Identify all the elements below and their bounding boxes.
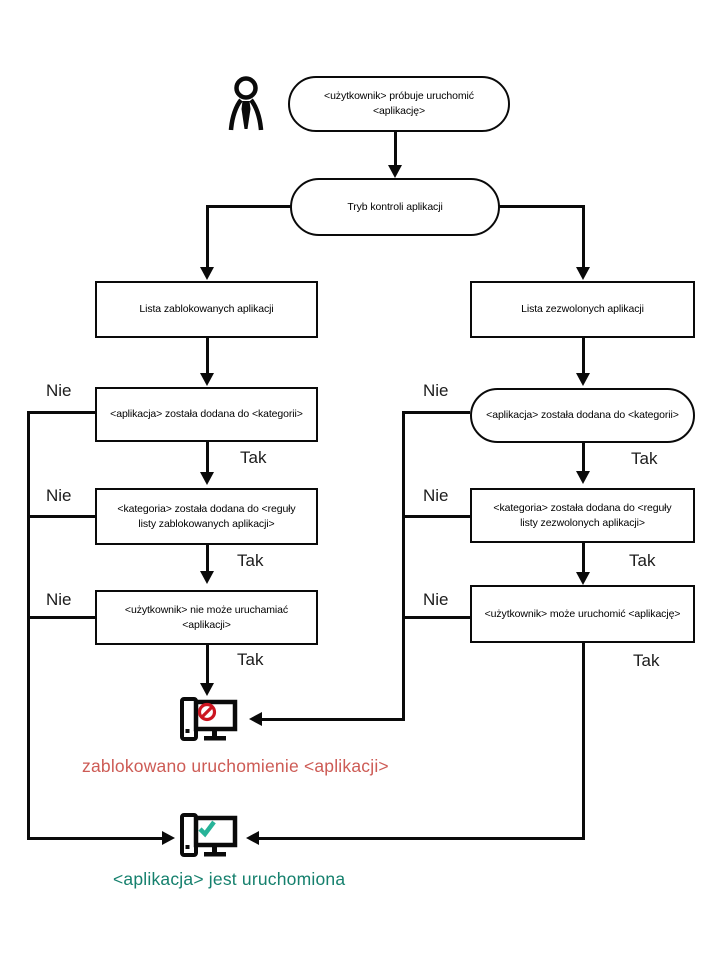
node-right-user-can-label: <użytkownik> może uruchomić <aplikację> <box>484 607 681 620</box>
node-left-cat-added: <kategoria> została dodana do <reguły li… <box>95 488 318 545</box>
edge-left-nie-rail <box>27 411 30 840</box>
result-running-text: <aplikacja> jest uruchomiona <box>113 869 346 889</box>
arrowhead-down <box>200 571 214 584</box>
edge-left-nie1 <box>27 411 95 414</box>
node-left-user-cannot-line2: <aplikacji> <box>182 618 231 631</box>
node-right-cat-added-line2: listy zezwolonych aplikacji> <box>520 516 645 529</box>
arrowhead-down <box>200 373 214 386</box>
arrowhead-left <box>246 831 259 845</box>
edge-label-tak: Tak <box>631 449 658 468</box>
edge-label-tak: Tak <box>237 650 264 669</box>
node-mode-label: Tryb kontroli aplikacji <box>347 200 443 213</box>
edge-blockedlist-down <box>206 338 209 374</box>
node-allowed-list: Lista zezwolonych aplikacji <box>470 281 695 338</box>
edge-label-tak: Tak <box>237 551 264 570</box>
running-computer-icon <box>180 813 238 857</box>
edge-left-nie3 <box>27 616 95 619</box>
result-blocked-text: zablokowano uruchomienie <aplikacji> <box>82 756 389 776</box>
edge-allowedlist-down <box>582 338 585 374</box>
node-right-app-added: <aplikacja> została dodana do <kategorii… <box>470 388 695 443</box>
edge-mode-right-v <box>582 205 585 267</box>
arrowhead-left <box>249 712 262 726</box>
arrowhead-down <box>576 373 590 386</box>
person-icon <box>228 76 264 131</box>
edge-left-nie2 <box>27 515 95 518</box>
node-right-cat-added-line1: <kategoria> została dodana do <reguły <box>493 501 672 514</box>
edge-right-c2-c3 <box>582 543 585 572</box>
node-left-app-added: <aplikacja> została dodana do <kategorii… <box>95 387 318 442</box>
node-start-line1: <użytkownik> próbuje uruchomić <box>324 90 474 103</box>
edge-right-c1-c2 <box>582 443 585 472</box>
node-right-app-added-label: <aplikacja> została dodana do <kategorii… <box>486 409 679 422</box>
node-left-user-cannot-line1: <użytkownik> nie może uruchamiać <box>124 603 289 616</box>
arrowhead-down <box>576 471 590 484</box>
node-left-app-added-label: <aplikacja> została dodana do <kategorii… <box>110 408 303 421</box>
edge-label-tak: Tak <box>240 448 267 467</box>
edge-label-tak: Tak <box>633 651 660 670</box>
edge-label-nie: Nie <box>46 486 72 505</box>
node-blocked-list: Lista zablokowanych aplikacji <box>95 281 318 338</box>
edge-right-rail-blocked <box>262 718 404 721</box>
edge-right-nie1 <box>402 411 470 414</box>
edge-label-tak: Tak <box>629 551 656 570</box>
edge-label-nie: Nie <box>46 590 72 609</box>
edge-left-c2-c3 <box>206 545 209 572</box>
arrowhead-right <box>162 831 175 845</box>
arrowhead-down <box>576 267 590 280</box>
edge-right-c3-run-h <box>259 837 584 840</box>
edge-left-c1-c2 <box>206 442 209 473</box>
node-left-user-cannot: <użytkownik> nie może uruchamiać <aplika… <box>95 590 318 645</box>
edge-label-nie: Nie <box>423 590 449 609</box>
edge-mode-left-v <box>206 205 209 267</box>
blocked-computer-icon <box>180 697 238 741</box>
arrowhead-down <box>200 472 214 485</box>
edge-right-nie3 <box>402 616 470 619</box>
node-left-cat-added-line1: <kategoria> została dodana do <reguły <box>117 502 296 515</box>
node-mode: Tryb kontroli aplikacji <box>290 178 500 236</box>
edge-right-nie-rail <box>402 411 405 721</box>
node-start-line2: <aplikację> <box>372 105 426 117</box>
edge-mode-right-h <box>498 205 584 208</box>
node-left-cat-added-line2: listy zablokowanych aplikacji> <box>138 517 275 530</box>
edge-mode-left-h <box>206 205 292 208</box>
node-right-user-can: <użytkownik> może uruchomić <aplikację> <box>470 585 695 643</box>
arrowhead-down <box>200 683 214 696</box>
arrowhead-down <box>576 572 590 585</box>
arrowhead-down <box>200 267 214 280</box>
node-start: <użytkownik> próbuje uruchomić <aplikacj… <box>288 76 510 132</box>
edge-label-nie: Nie <box>423 381 449 400</box>
edge-left-rail-run <box>27 837 162 840</box>
edge-label-nie: Nie <box>423 486 449 505</box>
edge-right-c3-run-v <box>582 643 585 840</box>
edge-left-c3-blocked <box>206 645 209 684</box>
edge-start-mode <box>394 131 397 166</box>
edge-label-nie: Nie <box>46 381 72 400</box>
node-blocked-list-label: Lista zablokowanych aplikacji <box>139 303 274 316</box>
edge-right-nie2 <box>402 515 470 518</box>
arrowhead-down <box>388 165 402 178</box>
node-right-cat-added: <kategoria> została dodana do <reguły li… <box>470 488 695 543</box>
node-allowed-list-label: Lista zezwolonych aplikacji <box>521 303 644 316</box>
